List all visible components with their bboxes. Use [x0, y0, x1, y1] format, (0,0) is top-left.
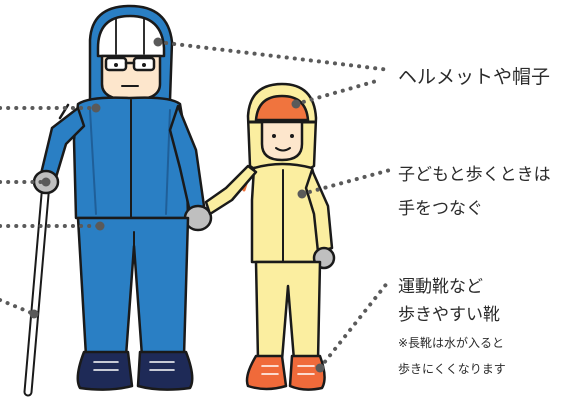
marker-dot-stick	[29, 309, 39, 319]
walking-stick	[23, 155, 53, 397]
marker-dot-child-shoe	[315, 363, 325, 373]
leader-shoe	[318, 280, 390, 370]
marker-dot-adult-pants	[95, 221, 105, 231]
label-sneakers: 運動靴など	[398, 277, 483, 297]
leader-child-cap	[294, 78, 382, 106]
leader-left-4	[0, 298, 36, 316]
marker-dot-helmet	[153, 37, 163, 47]
label-boots-note-line2: 歩きにくくなります	[398, 362, 506, 376]
label-helmet-or-hat: ヘルメットや帽子	[398, 66, 551, 88]
child-figure	[204, 82, 336, 391]
child-shoe-right	[288, 354, 326, 391]
adult-helmet	[96, 14, 166, 58]
leader-hand	[300, 168, 392, 196]
label-easy-walking-shoes: 歩きやすい靴	[398, 305, 500, 325]
marker-dot-adult-glove	[41, 177, 51, 187]
child-face	[260, 120, 304, 162]
marker-dots	[29, 37, 325, 373]
marker-dot-child-coat	[297, 189, 307, 199]
adult-figure	[32, 4, 213, 391]
child-pants	[254, 260, 322, 362]
leader-helmet	[156, 40, 392, 72]
child-shoe-left	[245, 354, 288, 391]
label-hold-hands: 手をつなぐ	[398, 199, 483, 219]
label-walk-with-children: 子どもと歩くときは	[398, 165, 551, 185]
marker-dot-adult-coat	[91, 103, 101, 113]
label-boots-note-line1: ※長靴は水が入ると	[398, 336, 505, 350]
marker-dot-child-cap	[291, 99, 301, 109]
leader-lines	[0, 40, 392, 370]
